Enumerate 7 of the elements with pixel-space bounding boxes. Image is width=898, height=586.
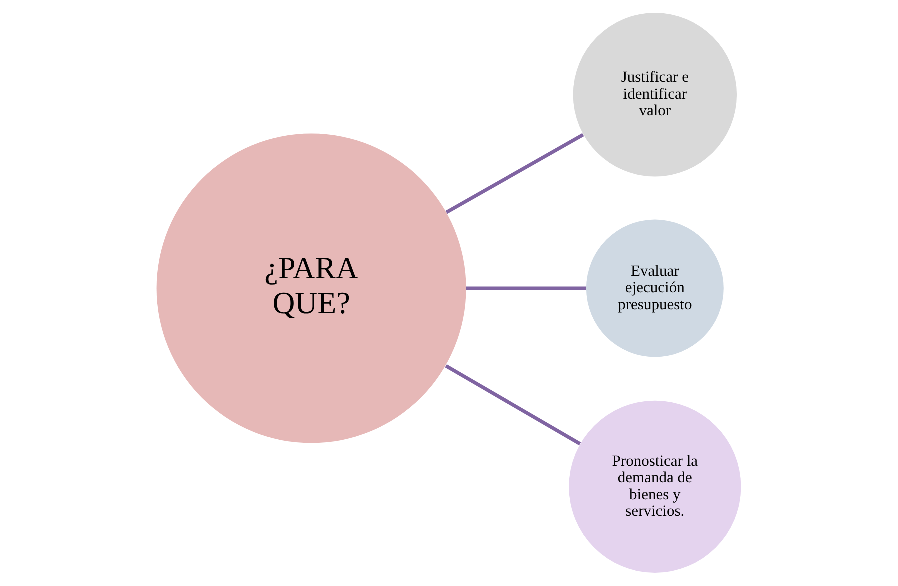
connector	[466, 286, 586, 290]
connector	[446, 133, 584, 214]
node-circle: Justificar e identificar valor	[573, 13, 738, 177]
node-circle: Pronosticar la demanda de bienes y servicios.	[569, 400, 742, 573]
connector	[445, 364, 582, 446]
node-circle: Evaluar ejecución presupuesto	[586, 220, 724, 358]
node-circle: ¿PARA QUE?	[156, 134, 466, 444]
